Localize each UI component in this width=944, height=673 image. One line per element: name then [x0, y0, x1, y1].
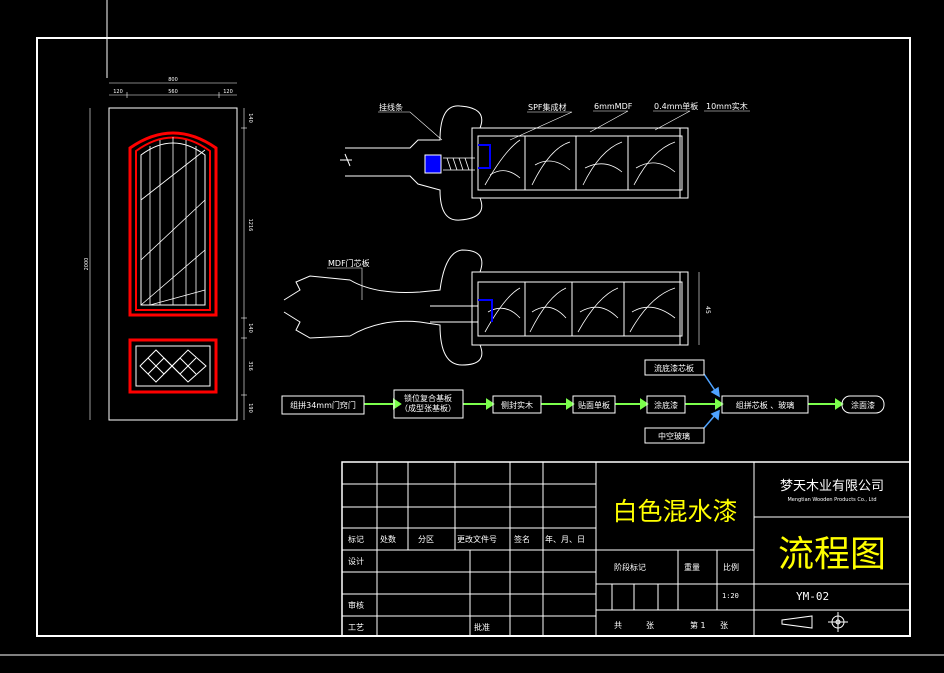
dim-total-height: 2000 — [84, 258, 90, 271]
label-veneer: 0.4mm单板 — [654, 101, 698, 111]
door-dim-lines — [89, 82, 247, 420]
label-signature: 签名 — [514, 534, 530, 544]
flow-step-1: 组拼34mm门窍门 — [290, 400, 356, 410]
scale-value: 1:20 — [722, 592, 739, 600]
section-top[interactable]: 挂线条 SPF集成材 6mmMDF 0.4mm单板 10mm实木 — [340, 101, 750, 221]
projection-symbol — [781, 612, 848, 632]
dim-rail-top: 140 — [247, 113, 253, 123]
branch-arrows — [703, 373, 720, 429]
label-mdf: 6mmMDF — [594, 102, 633, 111]
label-mark: 标记 — [348, 534, 364, 544]
label-sheet-unit: 张 — [720, 621, 728, 630]
tenon-hatch-top — [443, 157, 475, 171]
flow-step-3: 侧封实木 — [501, 400, 533, 410]
flow-branch-top: 流底漆芯板 — [654, 363, 694, 373]
label-spf: SPF集成材 — [528, 102, 567, 112]
glass-grid — [140, 137, 206, 306]
company-name-en: Mengtian Wooden Products Co., Ltd — [787, 497, 876, 503]
dim-lower-panel: 316 — [247, 361, 253, 371]
dim-rail-mid: 140 — [247, 323, 253, 333]
leaders-top — [378, 110, 750, 141]
label-stage: 阶段标记 — [614, 562, 646, 572]
product-name: 白色混水漆 — [612, 497, 737, 526]
section-bottom[interactable]: 45 MDF门芯板 — [283, 249, 711, 366]
label-weight: 重量 — [684, 562, 700, 572]
company-name: 梦天木业有限公司 — [780, 479, 884, 494]
drawing-title: 流程图 — [778, 534, 886, 575]
flow-branch-bottom: 中空玻璃 — [658, 431, 690, 441]
label-review: 审核 — [348, 600, 364, 610]
flow-step-7: 涂面漆 — [851, 400, 875, 410]
mdf-core-profile — [283, 249, 681, 366]
dim-panel-width: 560 — [168, 89, 178, 95]
title-grid — [342, 462, 910, 636]
flow-chart[interactable]: 组拼34mm门窍门 锁位复合基板（成型张基板） 侧封实木 贴面单板 涂底漆 组拼芯板 、玻… — [281, 359, 885, 444]
label-solid: 10mm实木 — [706, 101, 748, 111]
label-scale: 比例 — [723, 562, 739, 572]
dim-total-width: 800 — [168, 77, 178, 83]
glass-frame-outer — [128, 131, 218, 317]
label-total-unit: 张 — [646, 621, 654, 630]
drawing-number: YM-02 — [796, 590, 829, 603]
stile-box-top — [471, 127, 689, 199]
label-change-doc: 更改文件号 — [457, 534, 497, 544]
label-sheet-no: 第 1 — [690, 620, 706, 630]
flow-step-labels: 组拼34mm门窍门 锁位复合基板（成型张基板） 侧封实木 贴面单板 涂底漆 组拼芯板 、玻… — [290, 393, 875, 413]
dim-thickness: 45 — [704, 306, 711, 314]
wood-grain-top — [484, 139, 676, 186]
flow-boxes — [281, 359, 885, 444]
wood-grain-bottom — [484, 287, 676, 333]
glass-pane — [140, 142, 206, 306]
door-outline — [108, 107, 238, 421]
door-elevation[interactable]: 800 120 560 120 2000 140 1216 140 316 19… — [84, 77, 253, 421]
dim-stile-right: 120 — [223, 89, 233, 95]
molding-profile — [345, 105, 681, 221]
label-date: 年、月、日 — [545, 534, 585, 544]
dim-glass-height: 1216 — [247, 219, 253, 232]
flow-step-6: 组拼芯板 、玻璃 — [736, 400, 795, 410]
lower-panel-outer — [128, 338, 218, 394]
dim-rail-bottom: 190 — [247, 403, 253, 413]
title-block[interactable]: 梦天木业有限公司 Mengtian Wooden Products Co., L… — [341, 461, 911, 637]
label-approve: 批准 — [474, 622, 490, 632]
lower-panel-inner — [135, 345, 211, 387]
blue-insert-top — [424, 154, 442, 174]
label-mdf-core: MDF门芯板 — [328, 258, 370, 268]
label-total: 共 — [614, 621, 622, 630]
stile-box-bottom — [471, 271, 689, 346]
flow-step-4: 贴面单板 — [578, 400, 610, 410]
stile-box-top-inner — [477, 135, 683, 191]
flow-step-5: 涂底漆 — [654, 400, 678, 410]
label-molding: 挂线条 — [379, 102, 403, 112]
lower-panel-lattice — [139, 349, 207, 383]
label-process: 工艺 — [348, 623, 364, 632]
label-count: 处数 — [380, 534, 396, 544]
flow-step-2: 锁位复合基板（成型张基板） — [400, 393, 456, 413]
glass-frame-inner — [135, 136, 211, 311]
dim-stile-left: 120 — [113, 89, 123, 95]
title-block-frame — [341, 461, 911, 637]
label-design: 设计 — [348, 556, 364, 566]
label-zone: 分区 — [418, 535, 434, 544]
